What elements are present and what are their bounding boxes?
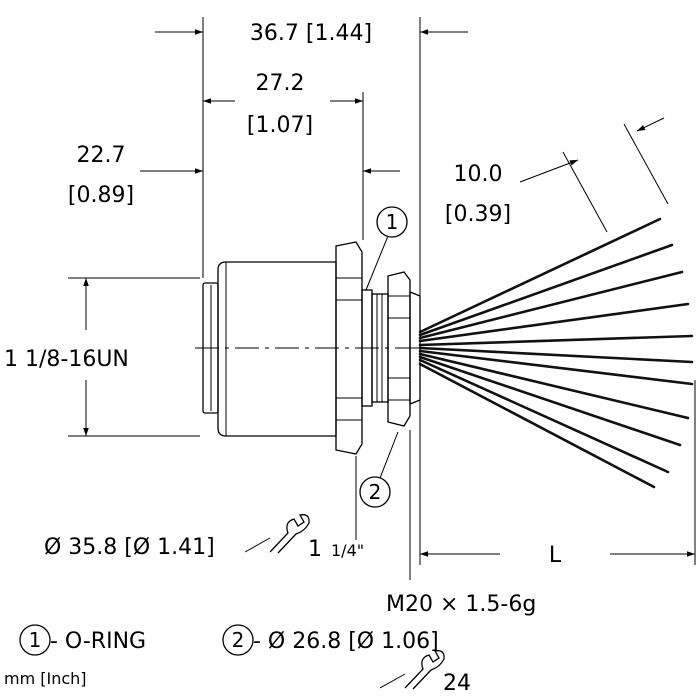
wire-bundle [418, 217, 694, 489]
length-27-in-label: [1.07] [247, 113, 313, 138]
wrench-icon [269, 514, 310, 554]
coupling-body [217, 261, 337, 437]
svg-text:1: 1 [386, 210, 399, 234]
svg-text:2: 2 [369, 480, 382, 504]
legend-item1-number: 1 [29, 628, 42, 652]
wire [418, 355, 682, 447]
wire-spread-mm-label: 10.0 [454, 162, 503, 187]
wrench-icon [404, 650, 445, 690]
wire [418, 358, 670, 474]
wire [418, 270, 684, 340]
length-27-mm-label: 27.2 [256, 71, 305, 96]
wire [418, 243, 674, 337]
extension-lines [68, 17, 696, 580]
hex-nut [335, 241, 363, 455]
wire [418, 302, 690, 343]
wire [418, 362, 656, 489]
legend-item2-number: 2 [232, 628, 245, 652]
legend: 1 - O-RING 2 - Ø 26.8 [Ø 1.06] 24 mm [In… [4, 624, 471, 696]
legend-item2-text: - Ø 26.8 [Ø 1.06] [253, 629, 439, 654]
legend-item1-text: - O-RING [50, 629, 146, 654]
wire [418, 346, 694, 364]
connector-body [195, 241, 421, 455]
hex-wrench-fraction: 1/4" [331, 541, 364, 560]
leader-lines [244, 235, 406, 689]
wire-spread-in-label: [0.39] [445, 202, 511, 227]
callout-1: 1 [376, 206, 408, 238]
mount-thread-label: M20 × 1.5-6g [386, 592, 536, 617]
hex-diameter-label: Ø 35.8 [Ø 1.41] [44, 535, 215, 560]
wire [418, 217, 662, 334]
wire [418, 352, 690, 420]
length-22-mm-label: 22.7 [77, 143, 126, 168]
wire [418, 334, 694, 347]
hex-wrench-size: 1 [308, 537, 322, 562]
lock-nut [387, 271, 411, 427]
thread-label: 1 1/8-16UN [4, 347, 129, 372]
wire [418, 349, 694, 386]
dimension-lines [83, 29, 695, 557]
callout-2: 2 [359, 476, 391, 508]
length-22-in-label: [0.89] [68, 183, 134, 208]
units-label: mm [Inch] [4, 669, 87, 688]
wire-length-label: L [549, 543, 562, 568]
legend-item2-wrench: 24 [443, 671, 471, 696]
overall-length-label: 36.7 [1.44] [250, 21, 372, 46]
